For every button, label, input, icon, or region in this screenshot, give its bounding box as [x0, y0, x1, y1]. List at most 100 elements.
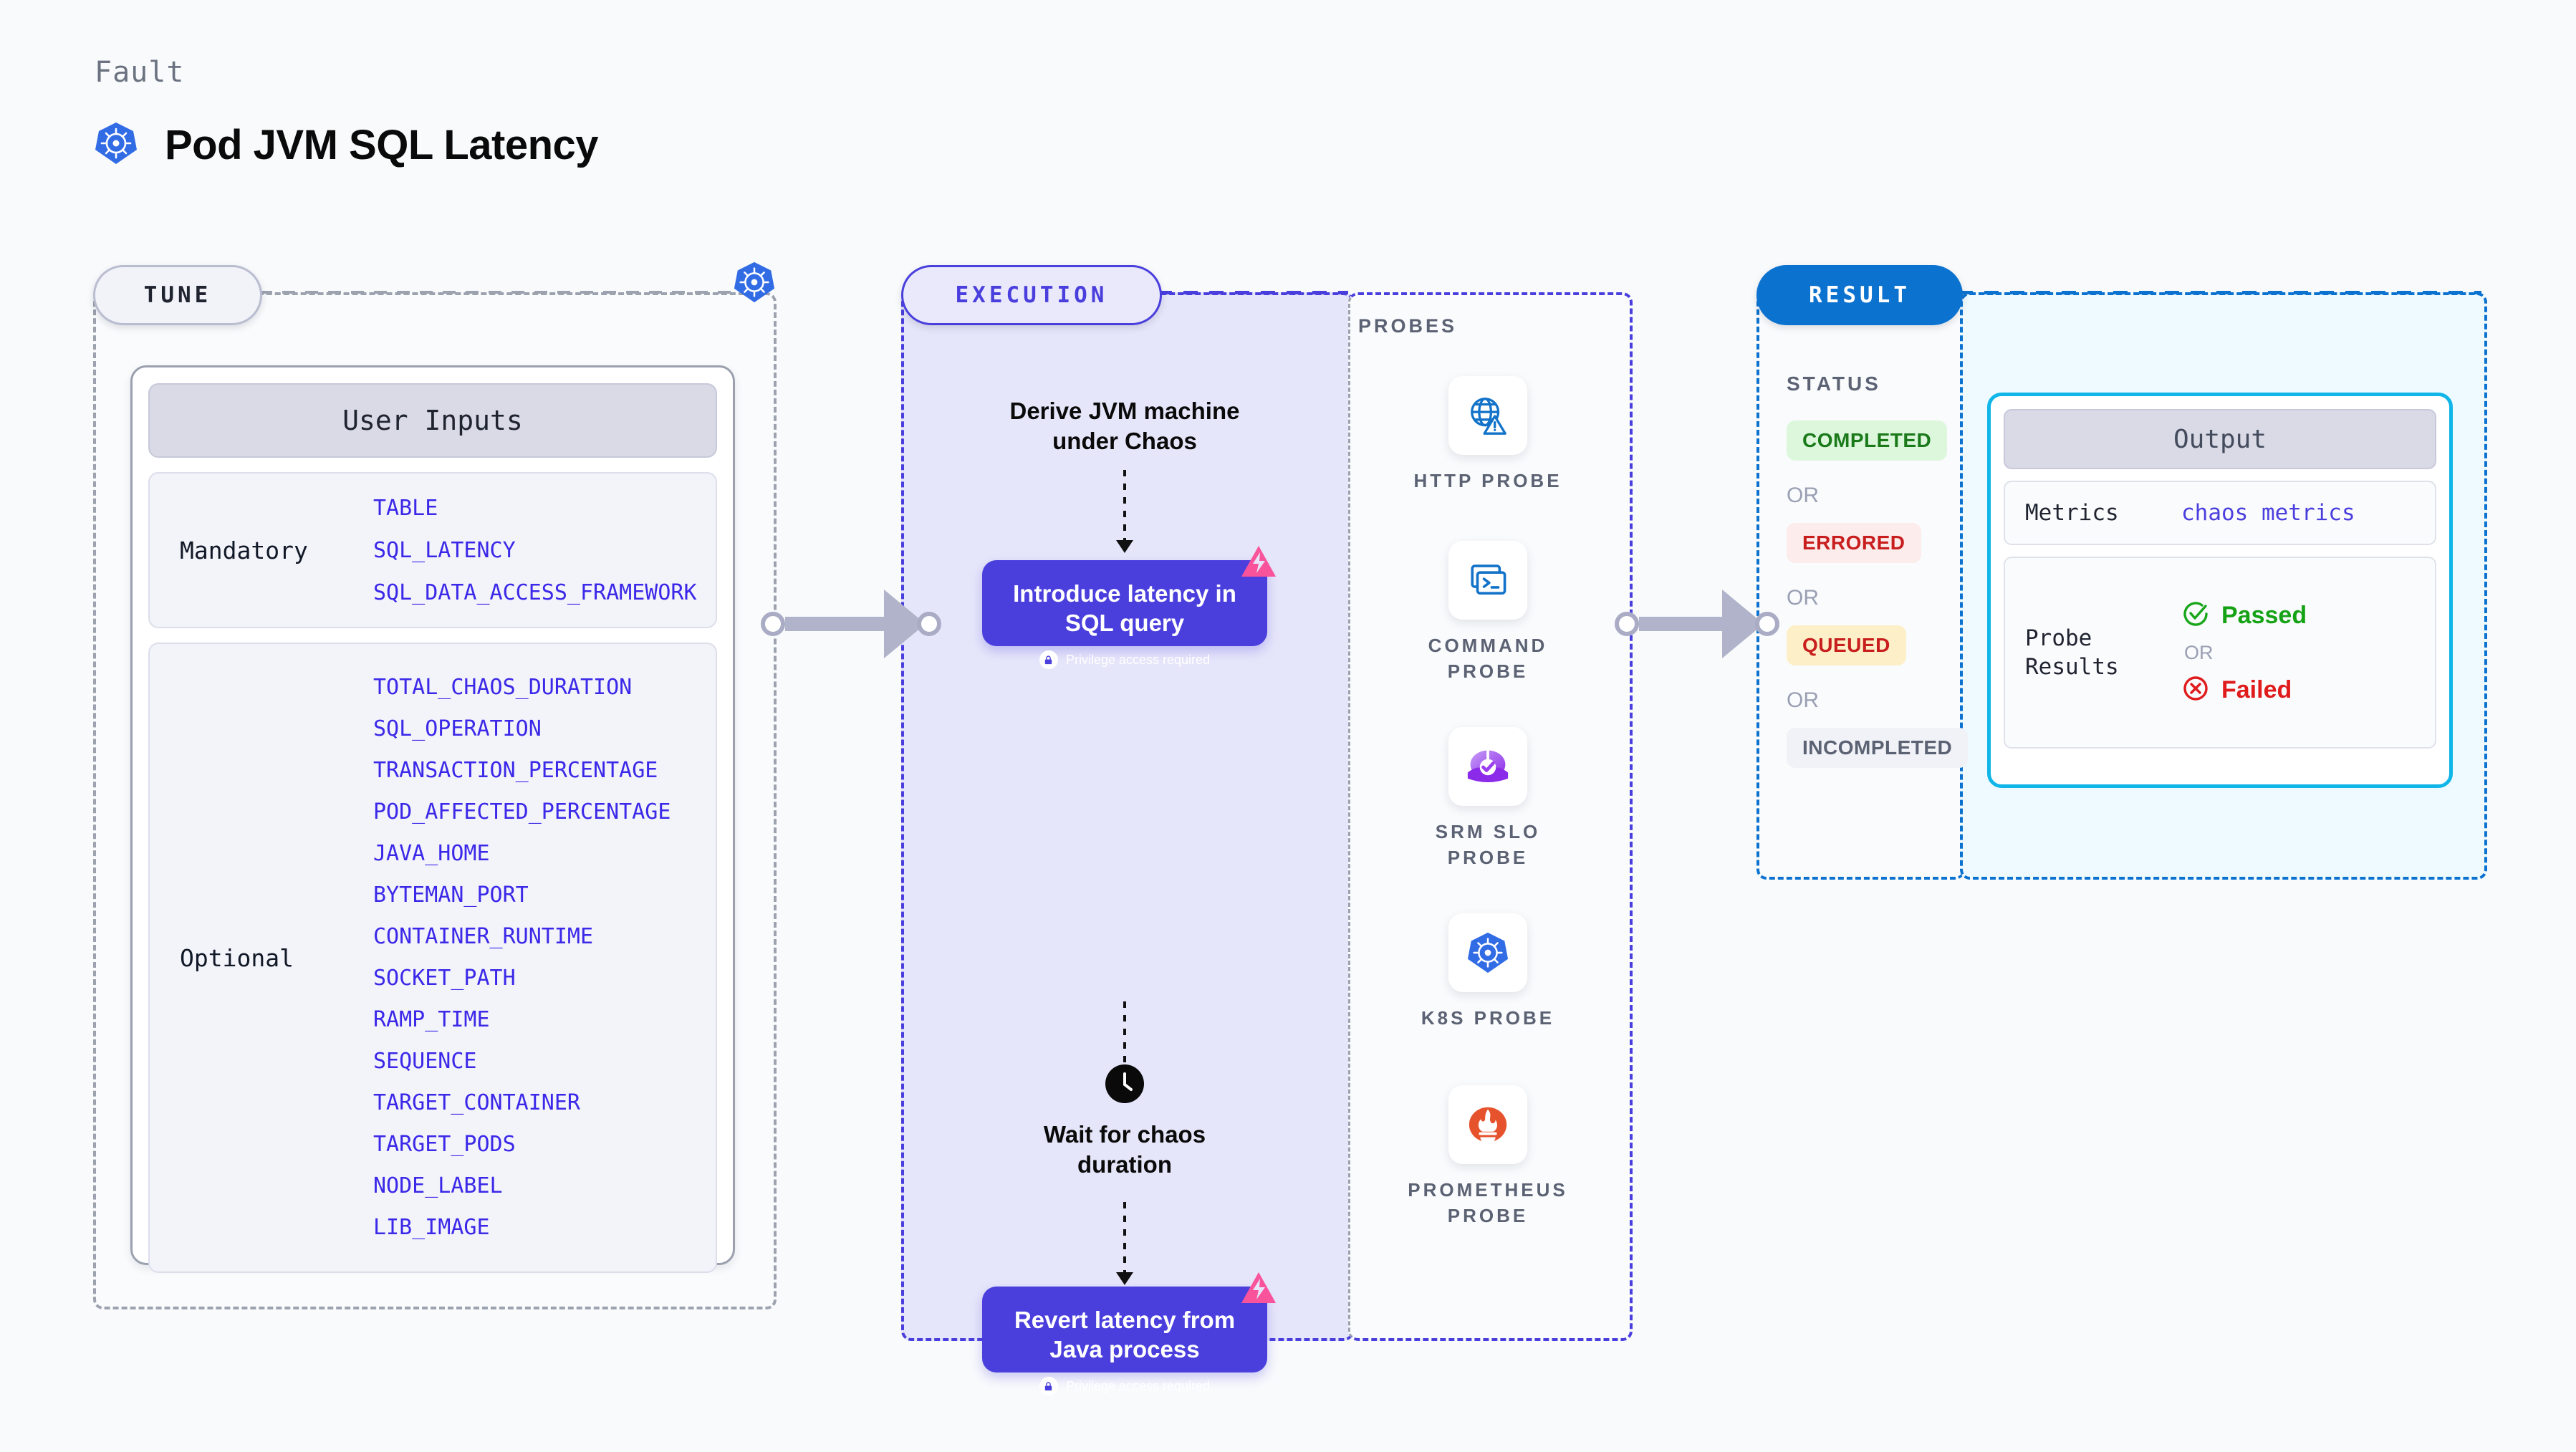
connector-dot-right: [917, 612, 941, 636]
execution-pill[interactable]: EXECUTION: [901, 265, 1162, 325]
param-item[interactable]: SQL_DATA_ACCESS_FRAMEWORK: [373, 580, 697, 605]
derive-jvm-step: Derive JVM machine under Chaos: [901, 396, 1348, 456]
privilege-note-text: Privilege access required: [1065, 652, 1211, 667]
card-title-line1: Revert latency from: [1014, 1307, 1236, 1333]
connector-dot-left: [1615, 612, 1639, 636]
param-item[interactable]: SEQUENCE: [373, 1049, 477, 1074]
probe-results-values: Passed OR Failed: [2181, 600, 2307, 706]
probe-label-line1: COMMAND: [1428, 635, 1548, 656]
derive-jvm-line1: Derive JVM machine: [1009, 398, 1240, 424]
privilege-note: Privilege access required: [994, 1377, 1256, 1395]
probe-label-line1: K8S PROBE: [1421, 1007, 1555, 1029]
probe-command[interactable]: COMMAND PROBE: [1348, 541, 1628, 684]
derive-jvm-line2: under Chaos: [1052, 428, 1197, 454]
param-item[interactable]: JAVA_HOME: [373, 841, 490, 866]
metrics-value[interactable]: chaos metrics: [2181, 500, 2355, 526]
param-item[interactable]: TOTAL_CHAOS_DURATION: [373, 675, 633, 700]
param-item[interactable]: SOCKET_PATH: [373, 966, 516, 991]
litmus-chaos-icon: [1240, 544, 1277, 584]
execution-connector-line: [1158, 291, 1348, 294]
probe-label-line1: SRM SLO: [1435, 821, 1541, 842]
output-header: Output: [2004, 409, 2436, 469]
param-item[interactable]: TARGET_PODS: [373, 1132, 516, 1157]
probe-k8s[interactable]: K8S PROBE: [1348, 913, 1628, 1031]
status-or-label: OR: [1787, 586, 1819, 610]
execution-region: [901, 292, 1354, 1341]
revert-latency-card[interactable]: Revert latency from Java process Privile…: [982, 1272, 1276, 1395]
output-card: Output Metrics chaos metrics Probe Resul…: [1987, 393, 2453, 788]
introduce-latency-card[interactable]: Introduce latency in SQL query Privilege…: [982, 546, 1276, 669]
probe-label-line2: PROBE: [1447, 660, 1529, 682]
param-item[interactable]: TABLE: [373, 495, 438, 521]
page-title-row: Pod JVM SQL Latency: [93, 120, 599, 170]
param-item[interactable]: CONTAINER_RUNTIME: [373, 924, 594, 949]
flow-arrow-2: [1123, 1001, 1126, 1070]
mandatory-param-list: TABLE SQL_LATENCY SQL_DATA_ACCESS_FRAMEW…: [373, 487, 697, 614]
passed-label: Passed: [2221, 601, 2307, 629]
probe-result-failed: Failed: [2181, 674, 2307, 706]
status-badge: COMPLETED: [1787, 420, 1948, 461]
param-item[interactable]: NODE_LABEL: [373, 1173, 503, 1198]
probe-result-passed: Passed: [2181, 600, 2307, 632]
tune-connector-line: [259, 291, 746, 294]
kubernetes-icon: [93, 120, 139, 170]
param-item[interactable]: TRANSACTION_PERCENTAGE: [373, 758, 658, 783]
probe-prometheus[interactable]: PROMETHEUS PROBE: [1348, 1085, 1628, 1229]
privilege-note: Privilege access required: [994, 650, 1256, 669]
prometheus-icon: [1448, 1085, 1527, 1164]
param-item[interactable]: BYTEMAN_PORT: [373, 883, 529, 908]
probe-label: COMMAND PROBE: [1348, 633, 1628, 684]
probe-results-key: Probe Results: [2005, 624, 2181, 681]
probe-srm-slo[interactable]: SRM SLO PROBE: [1348, 727, 1628, 870]
flow-arrow-3: [1123, 1202, 1126, 1274]
user-inputs-card: User Inputs Mandatory TABLE SQL_LATENCY …: [130, 365, 735, 1273]
connector-bar: [1639, 617, 1724, 631]
lock-icon: [1039, 650, 1058, 669]
status-title: STATUS: [1787, 372, 1881, 395]
probe-label-line1: HTTP PROBE: [1413, 470, 1562, 491]
param-item[interactable]: RAMP_TIME: [373, 1007, 490, 1032]
connector-dot-right: [1755, 612, 1779, 636]
status-badge: INCOMPLETED: [1787, 728, 1969, 768]
connector-bar: [785, 617, 885, 631]
probe-label-line2: PROBE: [1447, 1205, 1529, 1226]
litmus-chaos-icon: [1240, 1271, 1277, 1310]
probe-results-key-line2: Results: [2025, 654, 2119, 680]
metrics-row: Metrics chaos metrics: [2004, 481, 2436, 545]
result-connector-line: [1959, 291, 2481, 294]
connector-dot-left: [761, 612, 785, 636]
x-circle-icon: [2181, 674, 2210, 706]
check-circle-icon: [2181, 600, 2210, 632]
tune-pill[interactable]: TUNE: [93, 265, 262, 325]
probe-label: SRM SLO PROBE: [1348, 819, 1628, 870]
probes-title: PROBES: [1358, 315, 1458, 337]
result-pill[interactable]: RESULT: [1756, 265, 1963, 325]
globe-warning-icon: [1448, 376, 1527, 455]
probe-label: HTTP PROBE: [1348, 468, 1628, 494]
param-item[interactable]: LIB_IMAGE: [373, 1215, 490, 1240]
status-badge: ERRORED: [1787, 523, 1921, 563]
param-item[interactable]: SQL_OPERATION: [373, 716, 542, 741]
optional-label: Optional: [180, 943, 294, 972]
probe-http[interactable]: HTTP PROBE: [1348, 376, 1628, 494]
wait-line1: Wait for chaos: [1043, 1121, 1206, 1148]
optional-params-block: Optional TOTAL_CHAOS_DURATION SQL_OPERAT…: [148, 643, 717, 1273]
tune-to-execution-arrow: [761, 590, 941, 658]
param-item[interactable]: SQL_LATENCY: [373, 537, 516, 563]
status-region: [1756, 292, 1965, 880]
wait-for-chaos-step: Wait for chaos duration: [901, 1120, 1348, 1180]
probe-label-line1: PROMETHEUS: [1408, 1179, 1568, 1201]
card-title-line1: Introduce latency in: [1013, 580, 1236, 607]
param-item[interactable]: TARGET_CONTAINER: [373, 1090, 580, 1115]
execution-column: Derive JVM machine under Chaos Introduce…: [901, 292, 1348, 1395]
page-title: Pod JVM SQL Latency: [165, 122, 599, 168]
status-or-label: OR: [1787, 688, 1819, 712]
metrics-key: Metrics: [2025, 500, 2119, 526]
kubernetes-icon: [1448, 913, 1527, 992]
card-title-line2: SQL query: [1064, 610, 1185, 636]
mandatory-label: Mandatory: [180, 536, 308, 564]
status-or-label: OR: [1787, 484, 1819, 507]
flow-arrow-1: [1123, 470, 1126, 542]
param-item[interactable]: POD_AFFECTED_PERCENTAGE: [373, 799, 671, 824]
execution-to-result-arrow: [1615, 590, 1779, 658]
